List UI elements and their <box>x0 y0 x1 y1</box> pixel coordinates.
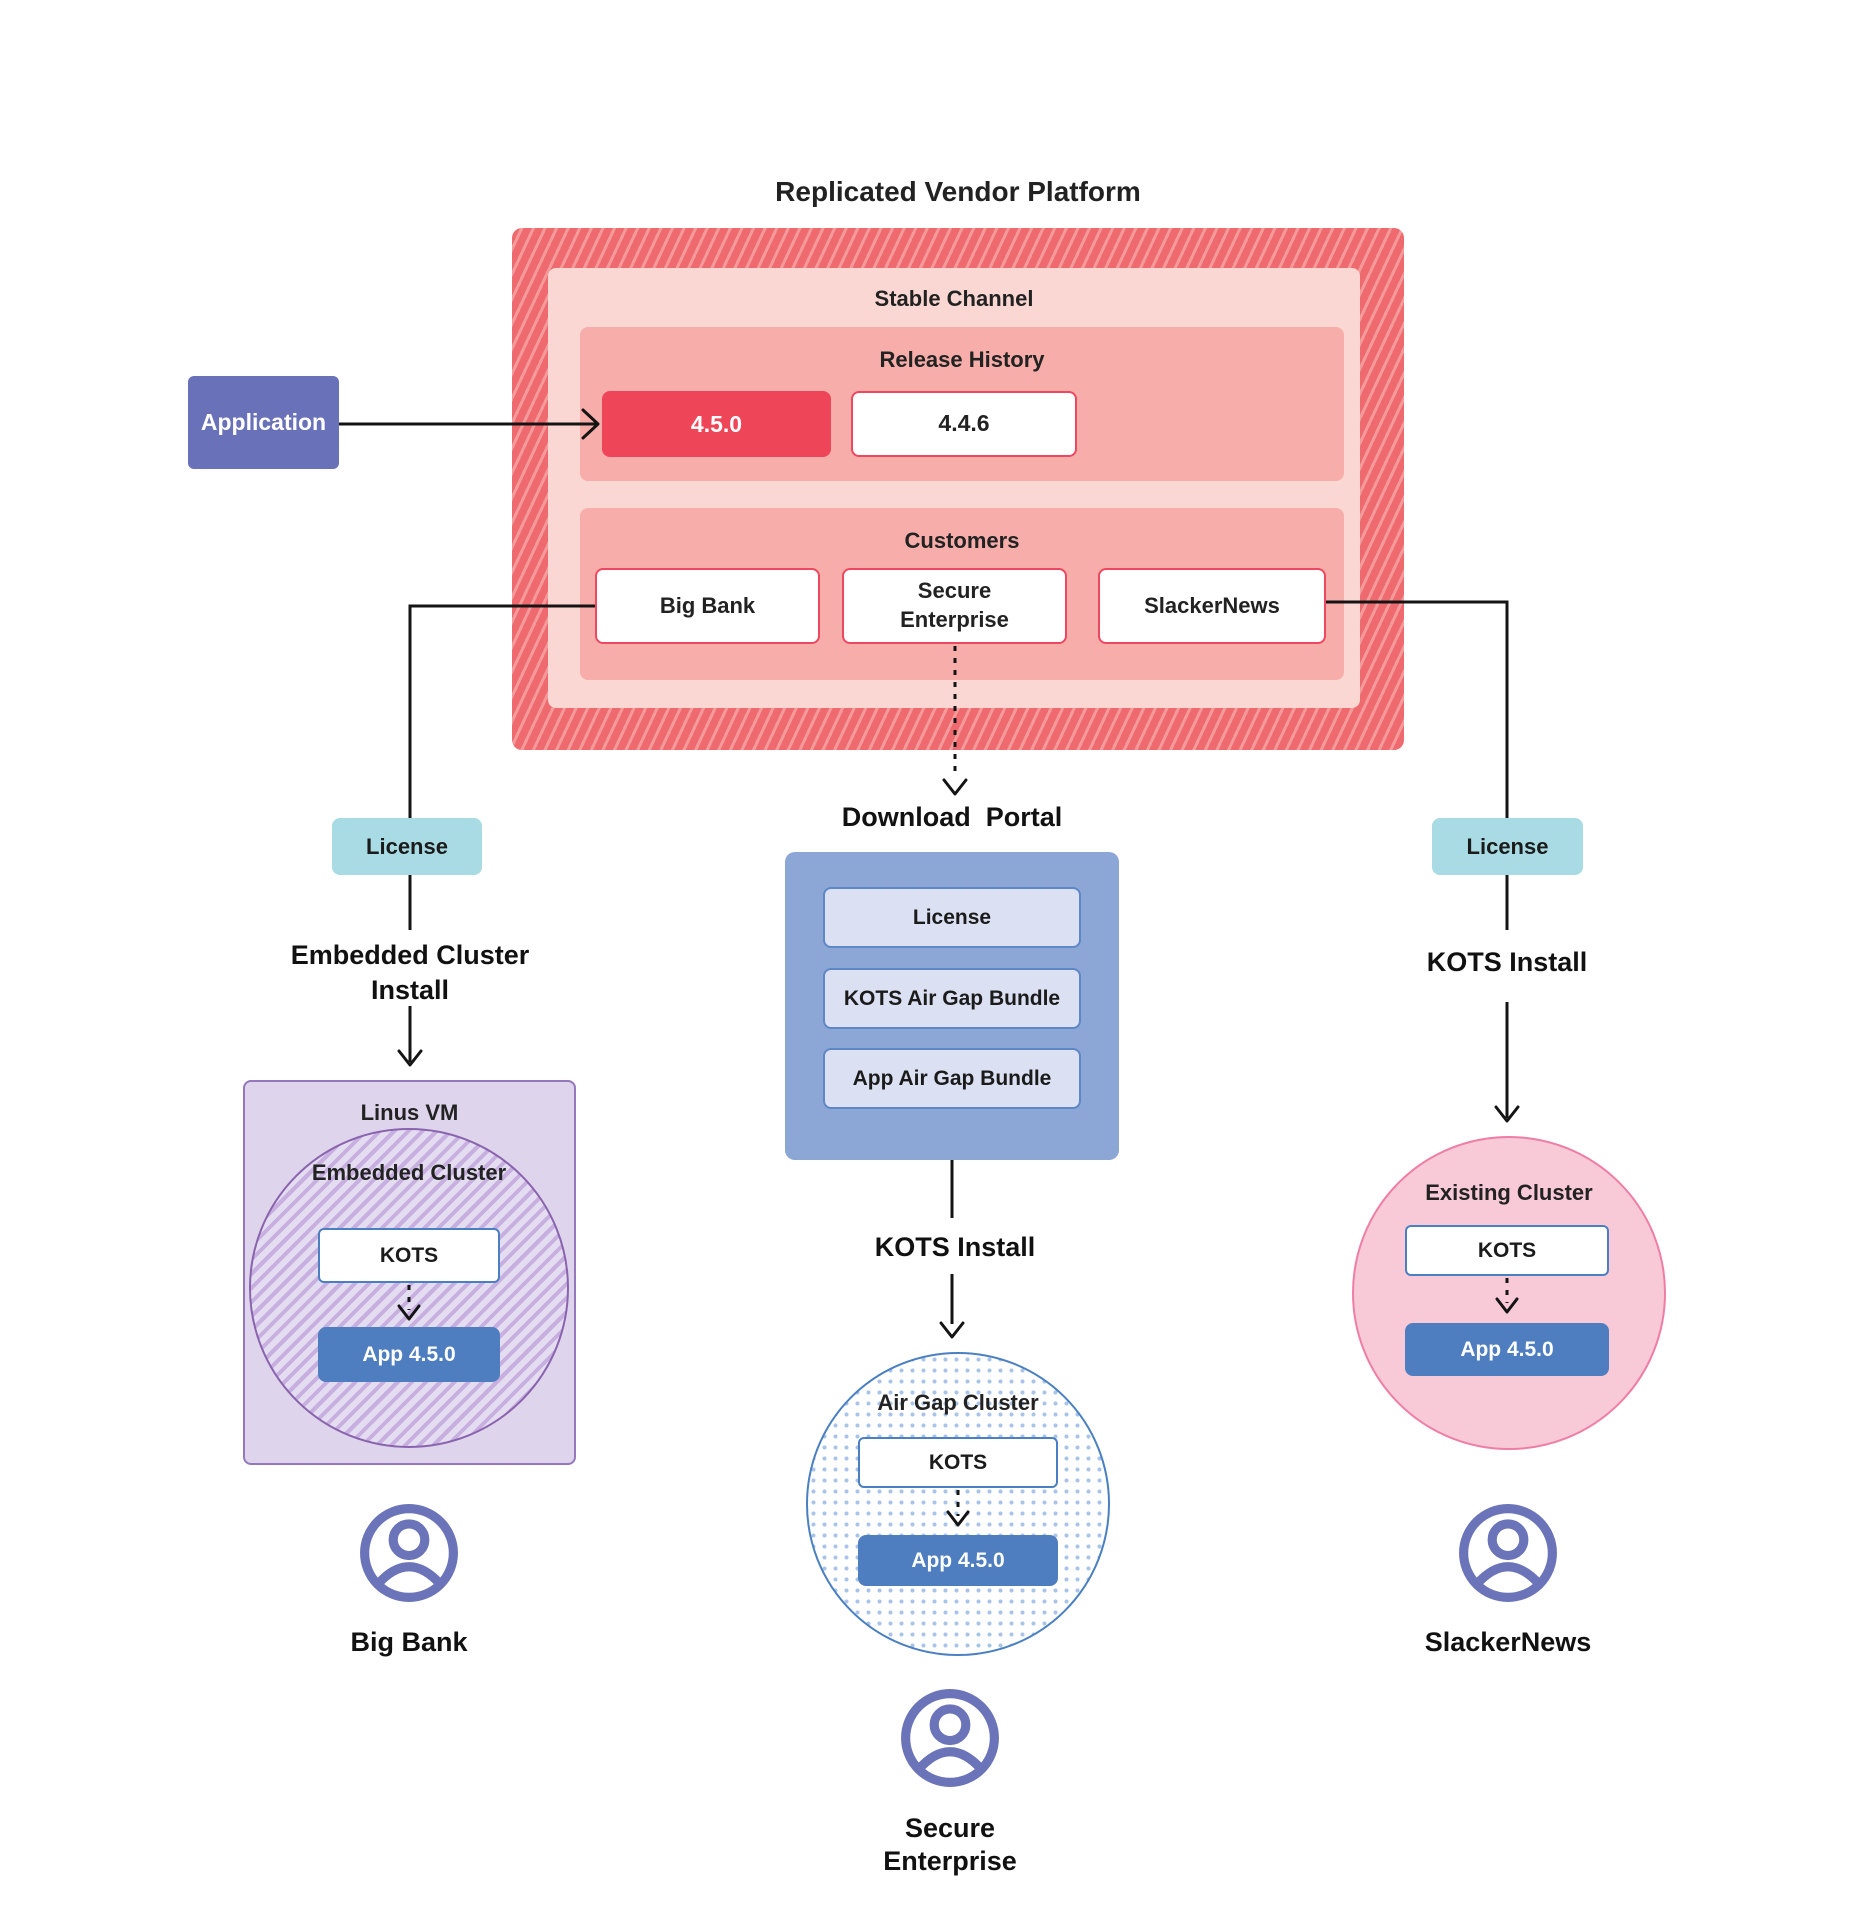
center-app-box: App 4.5.0 <box>858 1535 1058 1586</box>
right-install-label: KOTS Install <box>1426 947 1588 977</box>
stable-channel-label: Stable Channel <box>874 286 1034 311</box>
big-bank-user-label: Big Bank <box>350 1627 468 1657</box>
slackernews-user-icon <box>1457 1502 1559 1604</box>
secure-enterprise-user-label: Secure Enterprise <box>883 1813 1017 1876</box>
arrowhead-right-install <box>1494 1105 1520 1123</box>
existing-cluster-label: Existing Cluster <box>1425 1180 1593 1205</box>
customer-slackernews-box: SlackerNews <box>1098 568 1326 644</box>
portal-app-bundle-item: App Air Gap Bundle <box>823 1048 1081 1109</box>
linus-vm-label: Linus VM <box>360 1100 459 1125</box>
customers-label: Customers <box>904 528 1020 553</box>
left-app-box: App 4.5.0 <box>318 1327 500 1382</box>
secure-enterprise-user-icon <box>899 1687 1001 1789</box>
existing-cluster-circle <box>1352 1136 1666 1450</box>
air-gap-cluster-circle <box>806 1352 1110 1656</box>
left-kots-box: KOTS <box>318 1228 500 1283</box>
arrowhead-secure-to-portal <box>942 778 968 796</box>
right-license-box: License <box>1432 818 1583 875</box>
release-450-box: 4.5.0 <box>602 391 831 457</box>
embedded-cluster-label: Embedded Cluster <box>311 1160 507 1185</box>
portal-license-item: License <box>823 887 1081 948</box>
center-kots-box: KOTS <box>858 1437 1058 1488</box>
release-history-label: Release History <box>879 347 1045 372</box>
download-portal-label: Download Portal <box>841 802 1063 832</box>
air-gap-cluster-label: Air Gap Cluster <box>877 1390 1039 1415</box>
left-install-label: Embedded Cluster Install <box>290 940 530 1005</box>
application-box: Application <box>188 376 339 469</box>
right-kots-box: KOTS <box>1405 1225 1609 1276</box>
arrowhead-center-install <box>939 1321 965 1339</box>
portal-kots-bundle-item: KOTS Air Gap Bundle <box>823 968 1081 1029</box>
release-446-box: 4.4.6 <box>851 391 1077 457</box>
page-title: Replicated Vendor Platform <box>775 176 1141 207</box>
slackernews-user-label: SlackerNews <box>1424 1627 1592 1657</box>
customer-big-bank-box: Big Bank <box>595 568 820 644</box>
right-app-box: App 4.5.0 <box>1405 1323 1609 1376</box>
arrowhead-left-install <box>397 1049 423 1067</box>
big-bank-user-icon <box>358 1502 460 1604</box>
left-license-box: License <box>332 818 482 875</box>
customer-secure-enterprise-box: Secure Enterprise <box>842 568 1067 644</box>
center-install-label: KOTS Install <box>874 1232 1036 1262</box>
